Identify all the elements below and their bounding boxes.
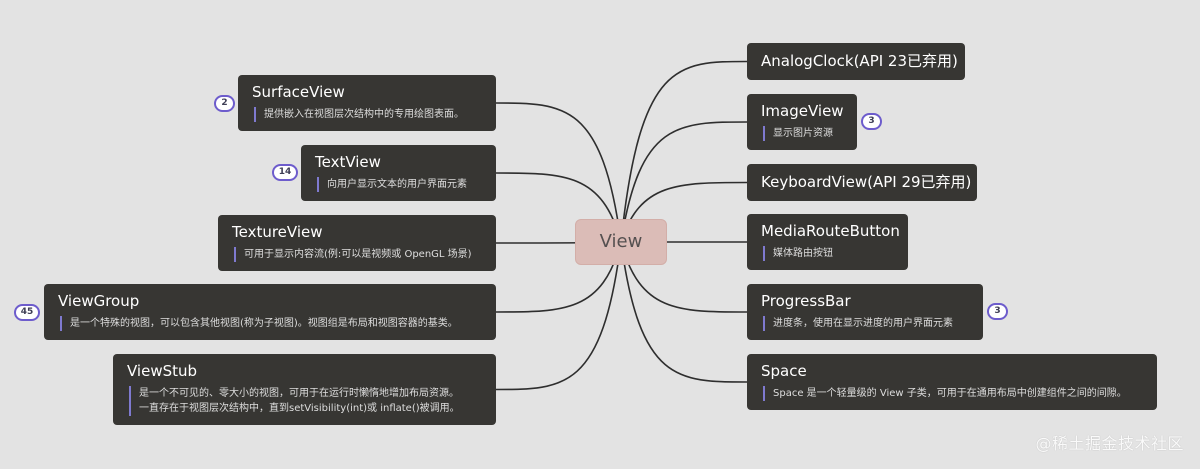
- node-title: ImageView: [761, 102, 844, 120]
- node-note: 是一个特殊的视图，可以包含其他视图(称为子视图)。视图组是布局和视图容器的基类。: [60, 316, 482, 331]
- node-title: Space: [761, 362, 807, 380]
- node-viewstub[interactable]: ViewStub 是一个不可见的、零大小的视图，可用于在运行时懒惰地增加布局资源…: [113, 354, 496, 425]
- connector-right-5: [620, 241, 748, 383]
- node-note: 可用于显示内容流(例:可以是视频或 OpenGL 场景): [234, 247, 482, 262]
- node-viewgroup[interactable]: ViewGroup 是一个特殊的视图，可以包含其他视图(称为子视图)。视图组是布…: [44, 284, 496, 340]
- child-count-badge[interactable]: 45: [14, 304, 40, 321]
- node-note: 进度条，使用在显示进度的用户界面元素: [763, 316, 969, 331]
- node-note: 是一个不可见的、零大小的视图，可用于在运行时懒惰地增加布局资源。 一直存在于视图…: [129, 386, 482, 416]
- node-title: KeyboardView(API 29已弃用): [761, 173, 972, 191]
- node-note: 媒体路由按钮: [763, 246, 894, 261]
- connector-right-1: [620, 121, 748, 243]
- node-title: ProgressBar: [761, 292, 851, 310]
- node-title: ViewStub: [127, 362, 198, 380]
- central-topic[interactable]: View: [575, 219, 667, 265]
- child-count-badge[interactable]: 14: [272, 164, 298, 181]
- connector-right-0: [620, 60, 748, 243]
- child-count-badge[interactable]: 3: [987, 303, 1008, 320]
- node-note: 向用户显示文本的用户界面元素: [317, 177, 482, 192]
- node-textureview[interactable]: TextureView 可用于显示内容流(例:可以是视频或 OpenGL 场景): [218, 215, 496, 271]
- node-title: TextView: [315, 153, 381, 171]
- node-title: AnalogClock(API 23已弃用): [761, 52, 958, 70]
- connector-left-0: [495, 102, 622, 243]
- node-analogclock[interactable]: AnalogClock(API 23已弃用): [747, 43, 965, 80]
- node-textview[interactable]: TextView 向用户显示文本的用户界面元素: [301, 145, 496, 201]
- node-title: MediaRouteButton: [761, 222, 900, 240]
- node-keyboardview[interactable]: KeyboardView(API 29已弃用): [747, 164, 977, 201]
- node-title: TextureView: [232, 223, 323, 241]
- child-count-badge[interactable]: 2: [214, 95, 235, 112]
- node-note: 提供嵌入在视图层次结构中的专用绘图表面。: [254, 107, 482, 122]
- node-title: SurfaceView: [252, 83, 345, 101]
- node-imageview[interactable]: ImageView 显示图片资源: [747, 94, 857, 150]
- node-mediaroutebutton[interactable]: MediaRouteButton 媒体路由按钮: [747, 214, 908, 270]
- node-surfaceview[interactable]: SurfaceView 提供嵌入在视图层次结构中的专用绘图表面。: [238, 75, 496, 131]
- node-title: ViewGroup: [58, 292, 140, 310]
- node-progressbar[interactable]: ProgressBar 进度条，使用在显示进度的用户界面元素: [747, 284, 983, 340]
- node-note: 显示图片资源: [763, 126, 843, 141]
- connector-left-4: [495, 241, 622, 391]
- node-space[interactable]: Space Space 是一个轻量级的 View 子类，可用于在通用布局中创建组…: [747, 354, 1157, 410]
- watermark-text: @稀土掘金技术社区: [1035, 434, 1184, 453]
- child-count-badge[interactable]: 3: [861, 113, 882, 130]
- node-note: Space 是一个轻量级的 View 子类，可用于在通用布局中创建组件之间的间隙…: [763, 386, 1143, 401]
